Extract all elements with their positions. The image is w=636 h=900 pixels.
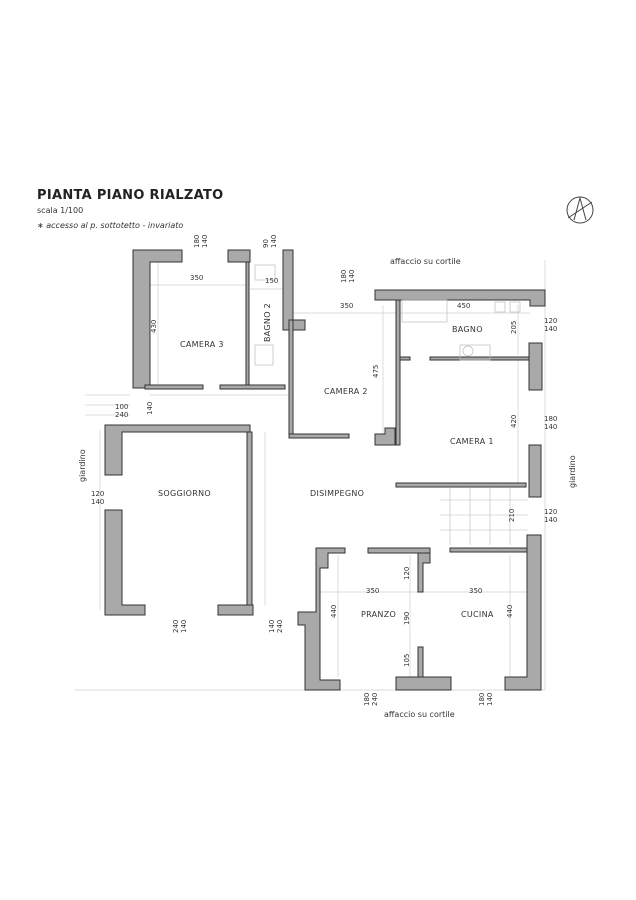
dim-partition-top: 120 xyxy=(403,566,411,580)
dim-cam3-width: 350 xyxy=(190,274,204,282)
dim-cam2-height: 475 xyxy=(372,364,380,378)
dim-cucina-height: 440 xyxy=(506,604,514,618)
north-arrow-icon xyxy=(566,196,594,224)
page-title: PIANTA PIANO RIALZATO xyxy=(37,188,224,203)
room-camera2: CAMERA 2 xyxy=(324,387,368,396)
room-bagno: BAGNO xyxy=(452,325,483,334)
cortile-bottom-label: affaccio su cortile xyxy=(384,710,455,719)
dim-corridor-depth: 210 xyxy=(508,508,516,522)
dim-partition-door: 190 xyxy=(403,611,411,625)
room-disimpegno: DISIMPEGNO xyxy=(310,489,365,498)
dim-bagno-width: 450 xyxy=(457,302,471,310)
walls xyxy=(104,249,546,691)
dim-cam3-height: 430 xyxy=(150,319,158,333)
fixtures xyxy=(254,264,521,366)
dim-cam2-width: 350 xyxy=(340,302,354,310)
room-soggiorno: SOGGIORNO xyxy=(158,489,211,498)
dim-pranzo-width: 350 xyxy=(366,587,380,595)
scale-label: scala 1/100 xyxy=(37,206,84,215)
dim-bagno2-width: 150 xyxy=(265,277,279,285)
room-bagno2: BAGNO 2 xyxy=(263,302,272,342)
note-label: ∗ accesso al p. sottotetto - invariato xyxy=(37,221,184,230)
room-pranzo: PRANZO xyxy=(361,610,397,619)
giardino-right-label: giardino xyxy=(568,455,577,488)
room-camera3: CAMERA 3 xyxy=(180,340,224,349)
cortile-top-label: affaccio su cortile xyxy=(390,257,461,266)
dimension-lines xyxy=(75,260,546,691)
room-cucina: CUCINA xyxy=(461,610,494,619)
dim-cam1-height: 420 xyxy=(510,414,518,428)
room-camera1: CAMERA 1 xyxy=(450,437,494,446)
dim-cucina-width: 350 xyxy=(469,587,483,595)
stairs xyxy=(85,394,528,545)
dim-pranzo-height: 440 xyxy=(330,604,338,618)
dim-left-door-depth: 140 xyxy=(146,401,154,415)
giardino-left-label: giardino xyxy=(78,449,87,482)
dim-partition-bottom: 105 xyxy=(403,653,411,667)
dim-bagno-height: 205 xyxy=(510,320,518,334)
